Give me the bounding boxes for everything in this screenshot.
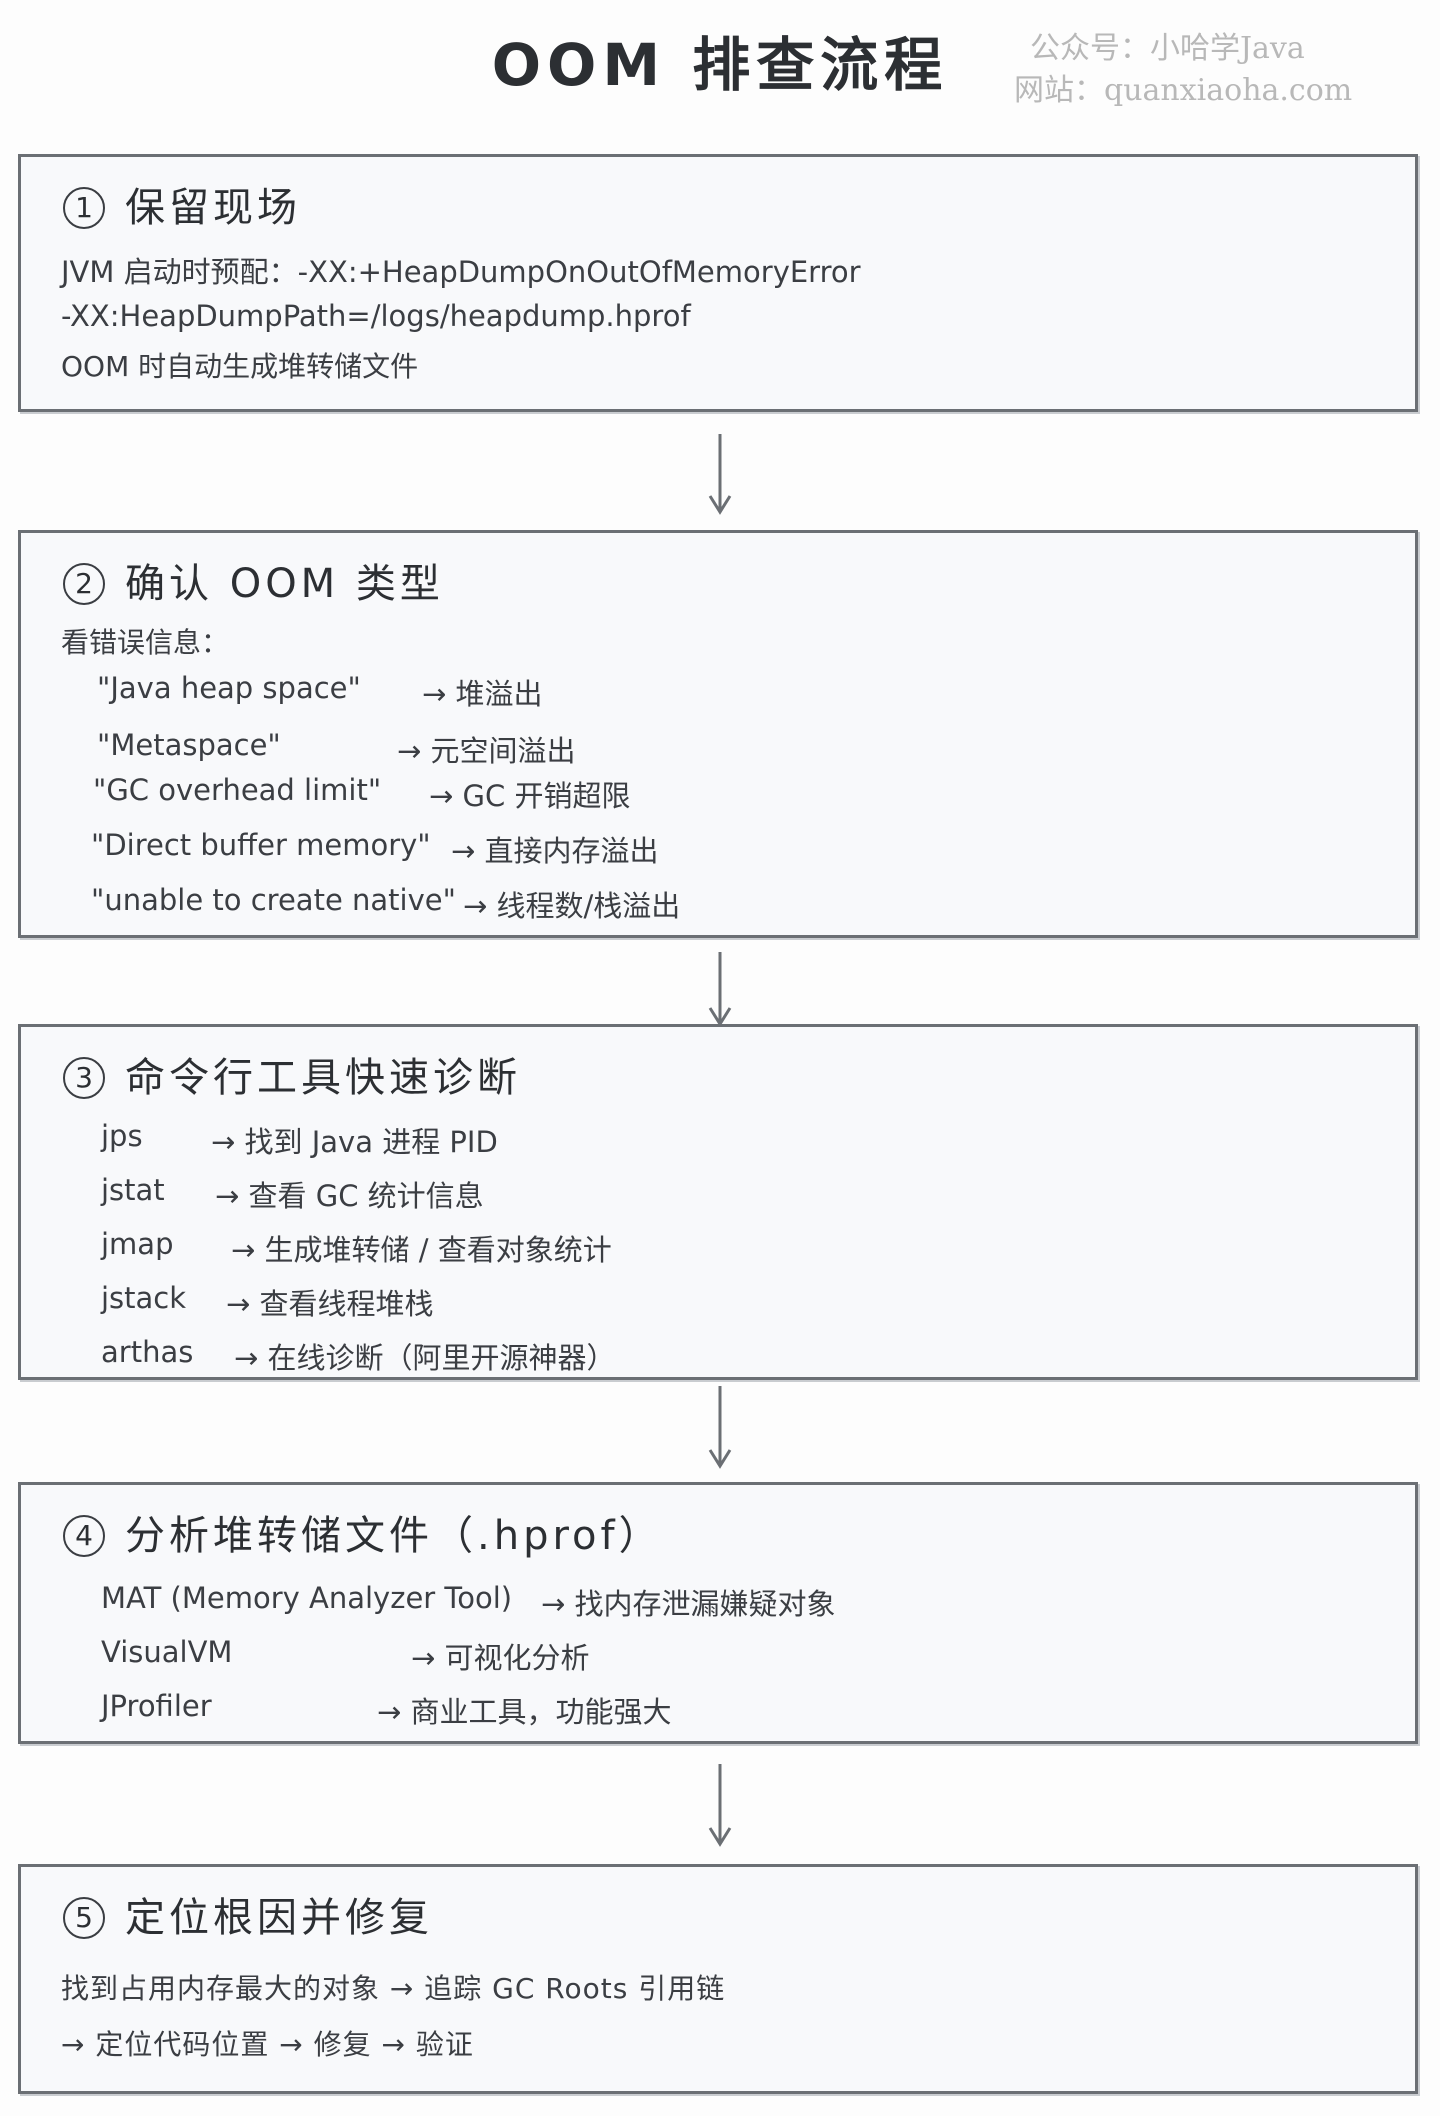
step-5-line-1: 找到占用内存最大的对象 → 追踪 GC Roots 引用链: [61, 1972, 726, 2005]
watermark-line-1: 公众号：小哈学Java: [1030, 31, 1305, 66]
step-2-intro: 看错误信息：: [61, 626, 230, 659]
connector-arrow-3: [708, 1384, 732, 1470]
step-2-item-1-key: "Java heap space": [97, 671, 361, 705]
step-1-line-2: -XX:HeapDumpPath=/logs/heapdump.hprof: [61, 299, 691, 333]
step-2-item-4: "Direct buffer memory" → 直接内存溢出: [91, 828, 659, 868]
step-1-line-3: OOM 时自动生成堆转储文件: [61, 350, 419, 383]
step-4-item-2: VisualVM → 可视化分析: [101, 1635, 590, 1675]
step-2-item-1-desc: → 堆溢出: [422, 677, 543, 711]
step-3-item-1: jps → 找到 Java 进程 PID: [101, 1119, 498, 1159]
step-3-item-2-key: jstat: [101, 1173, 165, 1207]
step-3-item-2: jstat → 查看 GC 统计信息: [101, 1173, 484, 1213]
step-4-item-3: JProfiler → 商业工具，功能强大: [101, 1689, 672, 1729]
step-4-box: 4 分析堆转储文件（.hprof） MAT (Memory Analyzer To…: [18, 1482, 1418, 1744]
step-5-line-2: → 定位代码位置 → 修复 → 验证: [61, 2028, 474, 2061]
step-3-item-3-key: jmap: [101, 1227, 174, 1261]
step-2-item-2: "Metaspace" → 元空间溢出: [97, 728, 576, 768]
step-2-box: 2 确认 OOM 类型 看错误信息： "Java heap space" → 堆溢出…: [18, 530, 1418, 938]
step-3-item-4-key: jstack: [101, 1281, 187, 1315]
step-5-title: 5 定位根因并修复: [63, 1885, 433, 1943]
step-4-item-3-key: JProfiler: [101, 1689, 212, 1723]
step-4-item-1: MAT (Memory Analyzer Tool) → 找内存泄漏嫌疑对象: [101, 1581, 836, 1621]
step-2-item-1: "Java heap space" → 堆溢出: [97, 671, 543, 711]
step-2-item-5-key: "unable to create native": [91, 883, 456, 917]
step-3-item-1-key: jps: [101, 1119, 143, 1153]
step-5-box: 5 定位根因并修复 找到占用内存最大的对象 → 追踪 GC Roots 引用链 →…: [18, 1864, 1418, 2094]
step-4-item-3-desc: → 商业工具，功能强大: [377, 1695, 672, 1729]
step-4-item-1-desc: → 找内存泄漏嫌疑对象: [541, 1587, 836, 1621]
step-3-item-5-desc: → 在线诊断（阿里开源神器）: [234, 1341, 616, 1375]
step-3-title-text: 命令行工具快速诊断: [125, 1055, 521, 1101]
step-3-number: 3: [63, 1057, 105, 1099]
step-2-item-4-desc: → 直接内存溢出: [451, 834, 659, 868]
step-2-item-5: "unable to create native"→ 线程数/栈溢出: [91, 883, 680, 923]
step-4-item-1-key: MAT (Memory Analyzer Tool): [101, 1581, 513, 1615]
step-4-title: 4 分析堆转储文件（.hprof）: [63, 1503, 663, 1561]
step-4-number: 4: [63, 1515, 105, 1557]
step-2-number: 2: [63, 563, 105, 605]
connector-arrow-2: [708, 950, 732, 1028]
step-2-item-4-key: "Direct buffer memory": [91, 828, 431, 862]
step-5-title-text: 定位根因并修复: [125, 1895, 433, 1941]
step-3-item-4: jstack → 查看线程堆栈: [101, 1281, 434, 1321]
step-2-item-5-desc: → 线程数/栈溢出: [463, 889, 681, 923]
step-2-title: 2 确认 OOM 类型: [63, 551, 444, 609]
connector-arrow-1: [708, 432, 732, 516]
watermark: 公众号：小哈学Java 网站：quanxiaoha.com: [1014, 28, 1352, 112]
step-4-title-text: 分析堆转储文件（.hprof）: [125, 1513, 663, 1559]
watermark-line-2: 网站：quanxiaoha.com: [1014, 73, 1353, 108]
step-1-title-text: 保留现场: [125, 185, 301, 231]
step-1-box: 1 保留现场 JVM 启动时预配：-XX:+HeapDumpOnOutOfMemo…: [18, 154, 1418, 412]
step-3-item-3: jmap → 生成堆转储 / 查看对象统计: [101, 1227, 612, 1267]
connector-arrow-4: [708, 1762, 732, 1848]
step-3-box: 3 命令行工具快速诊断 jps → 找到 Java 进程 PID jstat → 查看…: [18, 1024, 1418, 1380]
step-3-item-4-desc: → 查看线程堆栈: [226, 1287, 434, 1321]
step-2-item-3: "GC overhead limit" → GC 开销超限: [93, 773, 630, 813]
step-2-title-text: 确认 OOM 类型: [125, 561, 444, 607]
step-2-item-2-key: "Metaspace": [97, 728, 281, 762]
step-3-item-3-desc: → 生成堆转储 / 查看对象统计: [231, 1233, 612, 1267]
step-1-line-1: JVM 启动时预配：-XX:+HeapDumpOnOutOfMemoryErro…: [61, 255, 861, 289]
step-3-item-5: arthas → 在线诊断（阿里开源神器）: [101, 1335, 616, 1375]
step-3-item-2-desc: → 查看 GC 统计信息: [215, 1179, 484, 1213]
step-5-number: 5: [63, 1897, 105, 1939]
step-2-item-3-key: "GC overhead limit": [93, 773, 382, 807]
step-1-title: 1 保留现场: [63, 175, 301, 233]
step-3-item-5-key: arthas: [101, 1335, 194, 1369]
step-2-item-2-desc: → 元空间溢出: [397, 734, 576, 768]
step-3-title: 3 命令行工具快速诊断: [63, 1045, 521, 1103]
page-title: OOM 排查流程: [491, 31, 949, 99]
step-1-number: 1: [63, 187, 105, 229]
step-3-item-1-desc: → 找到 Java 进程 PID: [211, 1125, 498, 1159]
step-4-item-2-desc: → 可视化分析: [411, 1641, 590, 1675]
step-2-item-3-desc: → GC 开销超限: [429, 779, 631, 813]
step-4-item-2-key: VisualVM: [101, 1635, 233, 1669]
